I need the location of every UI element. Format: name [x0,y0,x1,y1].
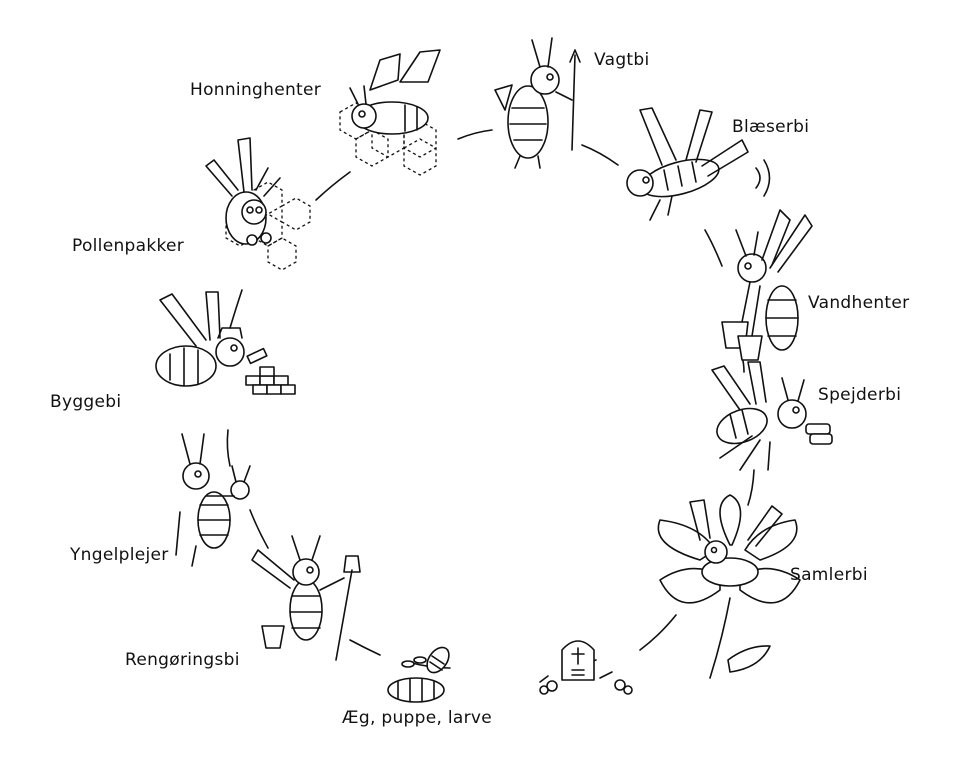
samlerbi-illustration [657,494,801,679]
stage-label-yngelplejer: Yngelplejer [70,545,169,565]
vandhenter-illustration [721,209,813,361]
stage-label-spejderbi: Spejderbi [818,385,902,405]
spejderbi-illustration [711,361,833,471]
stage-label-pollenpakker: Pollenpakker [72,236,185,256]
stage-label-blaeserbi: Blæserbi [732,117,810,137]
pollenpakker-illustration [205,137,311,271]
stage-label-aeg-puppe-larve: Æg, puppe, larve [342,708,493,728]
stage-label-byggebi: Byggebi [50,392,122,412]
stage-label-honninghenter: Honninghenter [190,80,322,100]
blaeserbi-illustration [626,107,771,221]
stage-label-vandhenter: Vandhenter [808,293,910,313]
cycle-arc-segments [226,129,755,669]
vagtbi-illustration [494,37,581,169]
byggebi-illustration [155,291,296,395]
stage-label-rengoringsbi: Rengøringsbi [125,650,240,670]
honninghenter-illustration [339,49,441,176]
stage-label-samlerbi: Samlerbi [790,565,868,585]
gravestone-illustration [539,640,633,695]
stage-label-vagtbi: Vagtbi [594,50,650,70]
brood-illustration [387,646,450,703]
yngelplejer-illustration [175,433,251,567]
rengoringsbi-illustration [251,535,361,661]
